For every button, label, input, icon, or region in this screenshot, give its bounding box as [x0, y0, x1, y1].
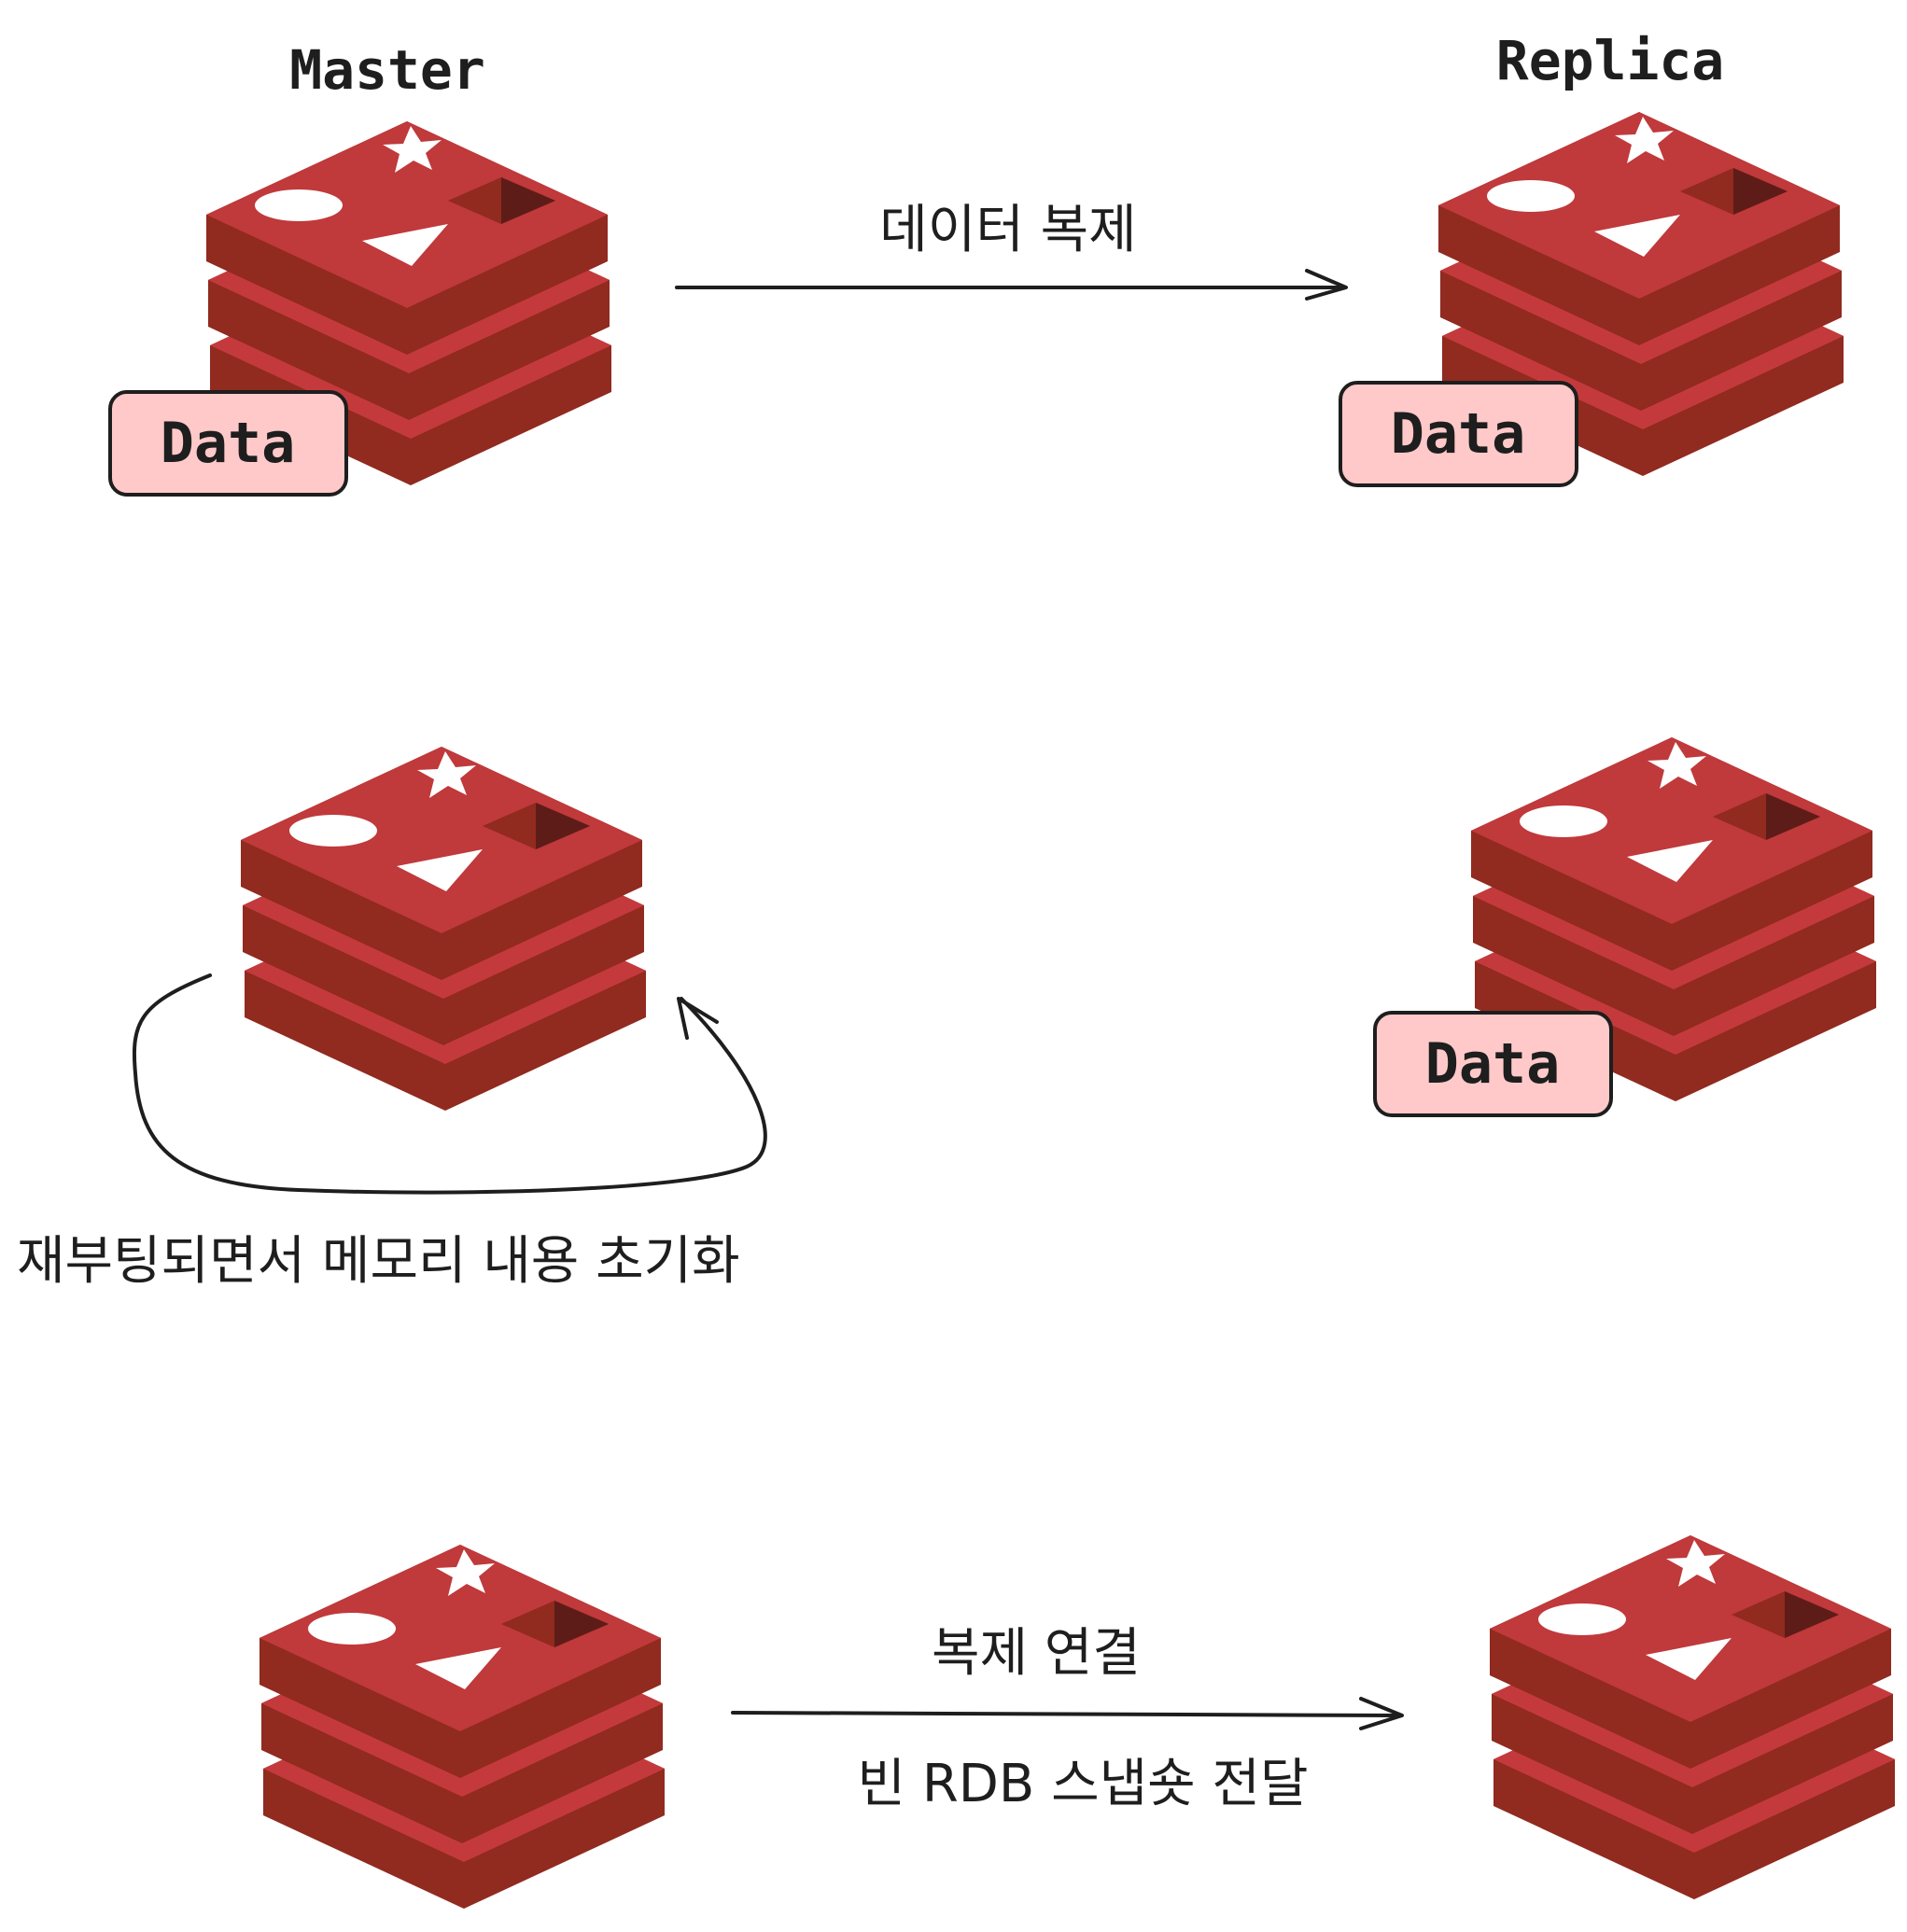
- replica-data-badge-2: Data: [1373, 1011, 1613, 1117]
- master-data-badge: Data: [108, 390, 348, 497]
- replica-data-badge: Data: [1339, 381, 1578, 487]
- master-data-label: Data: [161, 411, 296, 476]
- replica-server-icon-3: [1490, 1535, 1895, 1899]
- connect-arrow-label-2: 빈 RDB 스냅숏 전달: [858, 1754, 1309, 1814]
- master-rebooted-server-icon: [241, 747, 646, 1111]
- master-label: Master: [289, 38, 485, 102]
- master-server-icon-3: [259, 1545, 665, 1909]
- connect-arrow-label-1: 복제 연결: [932, 1623, 1141, 1684]
- replica-data-label-2: Data: [1425, 1031, 1561, 1097]
- replicate-arrow-label: 데이터 복제: [879, 200, 1136, 260]
- reboot-caption: 재부팅되면서 메모리 내용 초기화: [17, 1231, 740, 1292]
- reboot-loop-arrow: [132, 973, 767, 1195]
- replica-data-label: Data: [1391, 401, 1526, 467]
- replica-label: Replica: [1496, 29, 1724, 92]
- connect-arrow: [731, 1697, 1404, 1730]
- replicate-arrow: [675, 269, 1348, 301]
